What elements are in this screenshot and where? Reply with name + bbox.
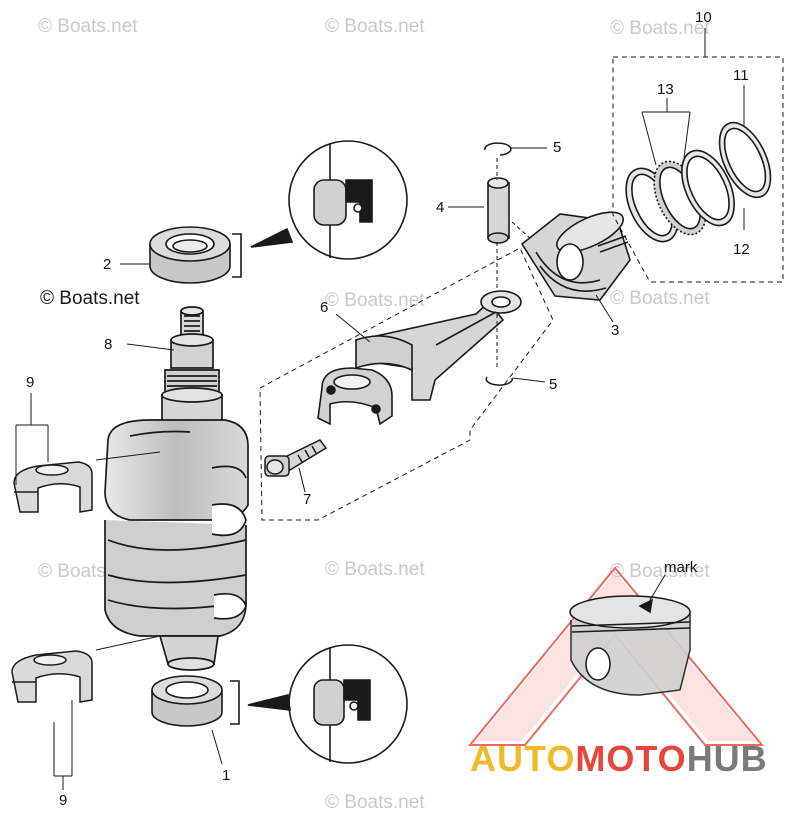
circlip-lower — [485, 376, 513, 386]
callout-9-upper: 9 — [26, 374, 35, 391]
watermark: © Boats.net — [325, 559, 425, 580]
callout-2: 2 — [103, 256, 112, 273]
callout-13: 13 — [657, 81, 674, 98]
watermark: © Boats.net — [610, 288, 710, 309]
piston-pin — [487, 177, 510, 244]
leader-lines — [15, 28, 745, 790]
seal-detail-lower — [247, 644, 408, 764]
watermark: © Boats.net — [610, 561, 710, 582]
ring-group-outline — [612, 56, 784, 283]
callout-8: 8 — [104, 336, 113, 353]
piston — [520, 211, 631, 301]
circlip-upper — [484, 142, 512, 156]
callout-5-lower: 5 — [549, 376, 558, 393]
brand-part-auto: AUTO — [470, 738, 576, 779]
copyright-label: © Boats.net — [40, 288, 140, 309]
watermark: © Boats.net — [325, 792, 425, 813]
connecting-rod — [355, 290, 522, 401]
brand-part-moto: MOTO — [575, 738, 687, 779]
crankshaft — [104, 306, 249, 671]
rod-group-outline — [259, 247, 554, 521]
watermark: © Boats.net — [325, 290, 425, 311]
watermark: © Boats.net — [325, 16, 425, 37]
main-bearing-upper — [13, 461, 93, 513]
piston-mark-view — [569, 595, 691, 696]
callout-3: 3 — [611, 322, 620, 339]
main-bearing-lower — [11, 650, 93, 703]
brand-part-hub: HUB — [686, 738, 768, 779]
rod-bolt — [264, 439, 328, 477]
rod-cap — [317, 367, 393, 426]
callout-10: 10 — [695, 9, 712, 26]
watermark: © Boats.net — [38, 16, 138, 37]
piston-ring-11 — [718, 121, 772, 199]
oil-seal-lower — [151, 675, 240, 727]
callout-5-upper: 5 — [553, 139, 562, 156]
callout-12: 12 — [733, 241, 750, 258]
callout-11: 11 — [733, 67, 749, 84]
callout-7: 7 — [303, 491, 312, 508]
piston-ring-12 — [681, 149, 735, 227]
seal-detail-upper — [250, 140, 408, 260]
callout-9-lower: 9 — [59, 792, 68, 809]
callout-4: 4 — [436, 199, 445, 216]
brand-logo: AUTOMOTOHUB — [470, 738, 768, 780]
watermark: © Boats.net — [610, 18, 710, 39]
callout-6: 6 — [320, 299, 329, 316]
mark-label: mark — [664, 559, 698, 576]
oil-seal-upper — [149, 226, 242, 284]
callout-1: 1 — [222, 767, 231, 784]
